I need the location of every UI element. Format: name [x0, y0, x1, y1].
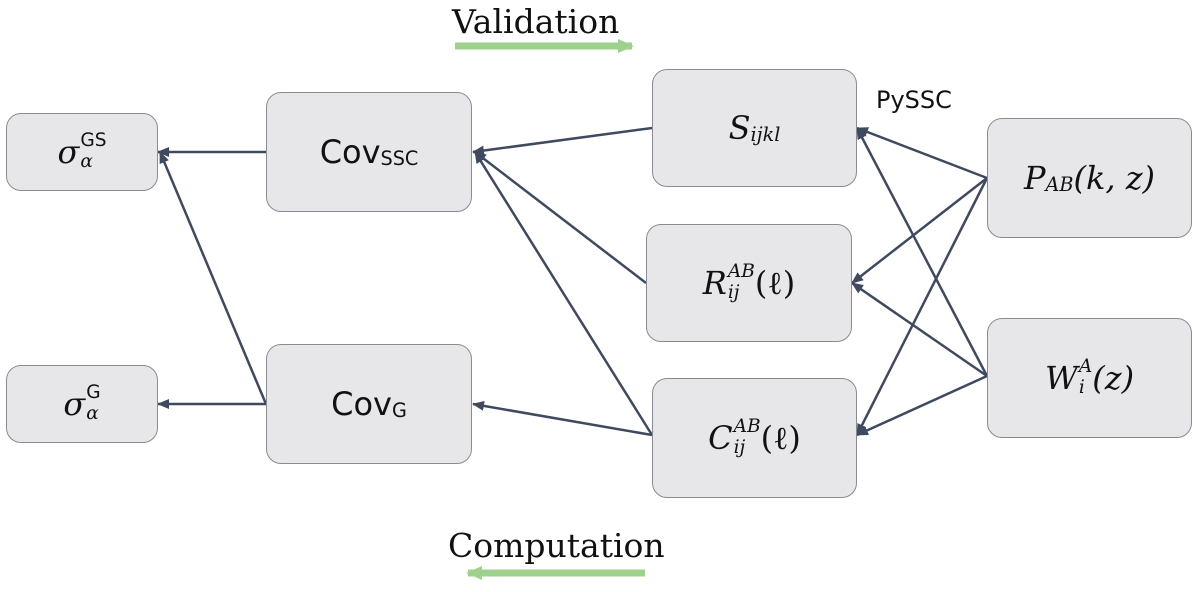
edge-cij-to-covssc	[473, 151, 654, 436]
edge-cij-to-covg	[472, 400, 653, 437]
c-ij-main: C	[708, 419, 733, 457]
w-i-sup: A	[1078, 356, 1093, 378]
w-i-main: W	[1044, 359, 1078, 397]
edge-wi-to-sijkl	[855, 127, 989, 377]
cov-ssc-main: Cov	[319, 133, 381, 171]
sigma-gs-symbol: σ	[57, 133, 80, 171]
edge-pab-to-cij	[855, 177, 989, 436]
cov-g-main: Cov	[331, 385, 392, 423]
p-ab-arg: (k, z)	[1073, 159, 1156, 197]
node-w-i: W A i (z)	[987, 318, 1192, 438]
edge-sijkl-to-covssc	[472, 126, 653, 156]
w-i-sub: i	[1078, 377, 1085, 398]
edge-wi-to-rij	[851, 281, 988, 378]
sigma-g-sub: α	[86, 403, 99, 424]
node-sigma-gs: σ GS α	[6, 113, 158, 191]
node-sigma-g: σ G α	[6, 365, 158, 443]
s-ijkl-main: S	[728, 109, 751, 147]
edge-pab-to-rij	[851, 177, 988, 284]
validation-label: Validation	[452, 2, 620, 41]
r-ij-sub: ij	[727, 282, 740, 303]
pyssc-label: PySSC	[876, 86, 952, 114]
w-i-arg: (z)	[1092, 359, 1135, 397]
c-ij-sup: AB	[733, 416, 761, 438]
computation-label: Computation	[448, 526, 665, 565]
sigma-g-sup: G	[86, 382, 101, 404]
sigma-gs-sup: GS	[80, 130, 107, 152]
cov-ssc-sub: SSC	[380, 147, 419, 171]
c-ij-sub: ij	[733, 437, 746, 458]
r-ij-sup: AB	[727, 261, 755, 283]
r-ij-main: R	[702, 264, 727, 302]
c-ij-arg: (ℓ)	[760, 419, 801, 457]
node-c-ij: C AB ij (ℓ)	[652, 378, 857, 498]
edge-pab-to-sijkl	[856, 126, 988, 180]
r-ij-arg: (ℓ)	[754, 264, 796, 302]
sigma-g-symbol: σ	[63, 385, 86, 423]
edge-rij-to-covssc	[474, 151, 647, 284]
cov-g-sub: G	[391, 399, 407, 423]
sigma-gs-sub: α	[80, 151, 93, 172]
node-r-ij: R AB ij (ℓ)	[646, 224, 852, 342]
s-ijkl-sub: ijkl	[750, 123, 781, 147]
edge-wi-to-cij	[856, 374, 988, 437]
edge-covg-to-sigmags	[158, 151, 268, 405]
p-ab-sub: AB	[1045, 173, 1074, 197]
p-ab-main: P	[1023, 159, 1046, 197]
